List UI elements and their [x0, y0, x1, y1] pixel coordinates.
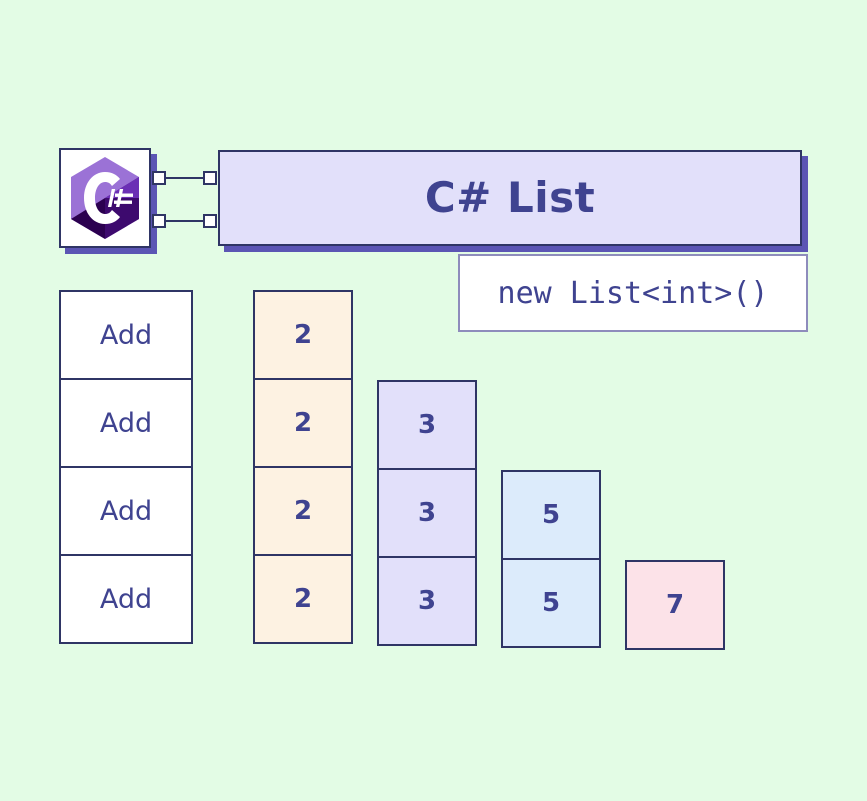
- operation-cell[interactable]: Add: [59, 554, 193, 644]
- value-cell[interactable]: 3: [377, 556, 477, 646]
- value-cell[interactable]: 2: [253, 290, 353, 380]
- value-cell[interactable]: 2: [253, 554, 353, 644]
- code-text: new List<int>(): [497, 275, 769, 311]
- connector-handle-right-bottom[interactable]: [203, 214, 217, 228]
- csharp-icon-card[interactable]: [59, 148, 151, 248]
- csharp-logo-icon: [67, 155, 143, 241]
- operations-column: Add Add Add Add: [59, 290, 193, 644]
- connector-line-bottom: [164, 220, 204, 222]
- value-column-2: 2 2 2 2: [253, 290, 353, 644]
- operation-cell[interactable]: Add: [59, 466, 193, 556]
- value-cell[interactable]: 7: [625, 560, 725, 650]
- operation-cell[interactable]: Add: [59, 290, 193, 380]
- value-cell[interactable]: 3: [377, 380, 477, 470]
- operation-cell[interactable]: Add: [59, 378, 193, 468]
- value-cell[interactable]: 5: [501, 470, 601, 560]
- title-bar[interactable]: C# List: [218, 150, 802, 246]
- value-column-5: 5 5: [501, 470, 601, 648]
- value-column-3: 3 3 3: [377, 380, 477, 646]
- connector-handle-right-top[interactable]: [203, 171, 217, 185]
- value-cell[interactable]: 2: [253, 378, 353, 468]
- value-cell[interactable]: 3: [377, 468, 477, 558]
- page-title: C# List: [424, 173, 596, 222]
- code-box[interactable]: new List<int>(): [458, 254, 808, 332]
- value-cell[interactable]: 2: [253, 466, 353, 556]
- value-cell[interactable]: 5: [501, 558, 601, 648]
- connector-line-top: [164, 177, 204, 179]
- value-column-7: 7: [625, 560, 725, 650]
